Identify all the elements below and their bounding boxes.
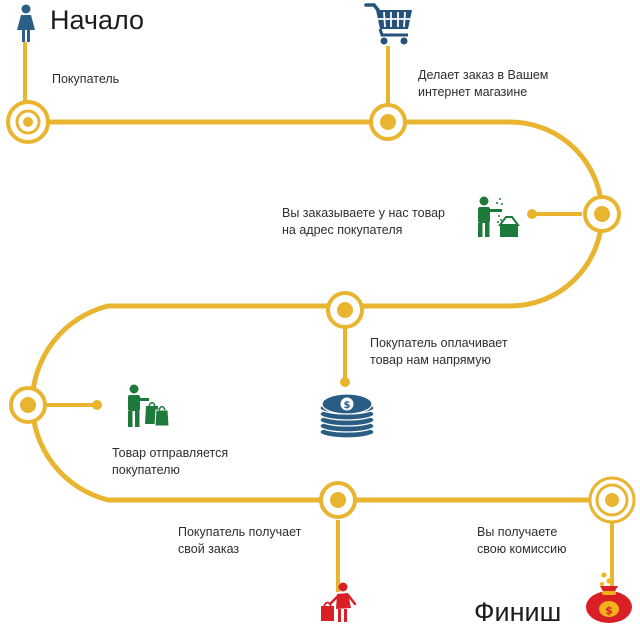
connector-shopper-dot — [92, 400, 102, 410]
svg-text:$: $ — [344, 400, 351, 411]
money-bag-icon: $ — [586, 572, 632, 623]
connector-coins-dot — [340, 377, 350, 387]
woman-with-bag-icon — [321, 582, 357, 622]
start-title: Начало — [50, 5, 145, 35]
step-label-you-order: Вы заказываете у нас товар на адрес поку… — [282, 206, 445, 237]
track-path — [25, 119, 615, 503]
connector-bin-dot — [527, 209, 537, 219]
step-label-receives: Покупатель получает свой заказ — [178, 525, 302, 556]
node-order — [369, 103, 407, 141]
shopping-cart-icon — [364, 3, 412, 45]
node-you-order — [583, 195, 621, 233]
node-start — [6, 100, 50, 144]
coin-stack-icon: $ — [319, 393, 375, 439]
shopper-with-bags-icon — [128, 384, 170, 427]
step-label-commission: Вы получаете свою комиссию — [477, 525, 567, 556]
step-label-shipped: Товар отправляется покупателю — [112, 446, 229, 477]
woman-icon — [17, 4, 35, 42]
svg-text:$: $ — [605, 604, 613, 617]
node-receives — [319, 481, 357, 519]
node-pays — [326, 291, 364, 329]
node-finish — [588, 476, 636, 524]
step-label-order: Делает заказ в Вашем интернет магазине — [418, 68, 549, 99]
trash-bin-person-icon — [478, 196, 520, 237]
step-label-pays: Покупатель оплачивает товар нам напрямую — [370, 336, 508, 367]
step-label-buyer: Покупатель — [52, 72, 120, 86]
node-shipped — [9, 386, 47, 424]
finish-title: Финиш — [474, 597, 562, 627]
